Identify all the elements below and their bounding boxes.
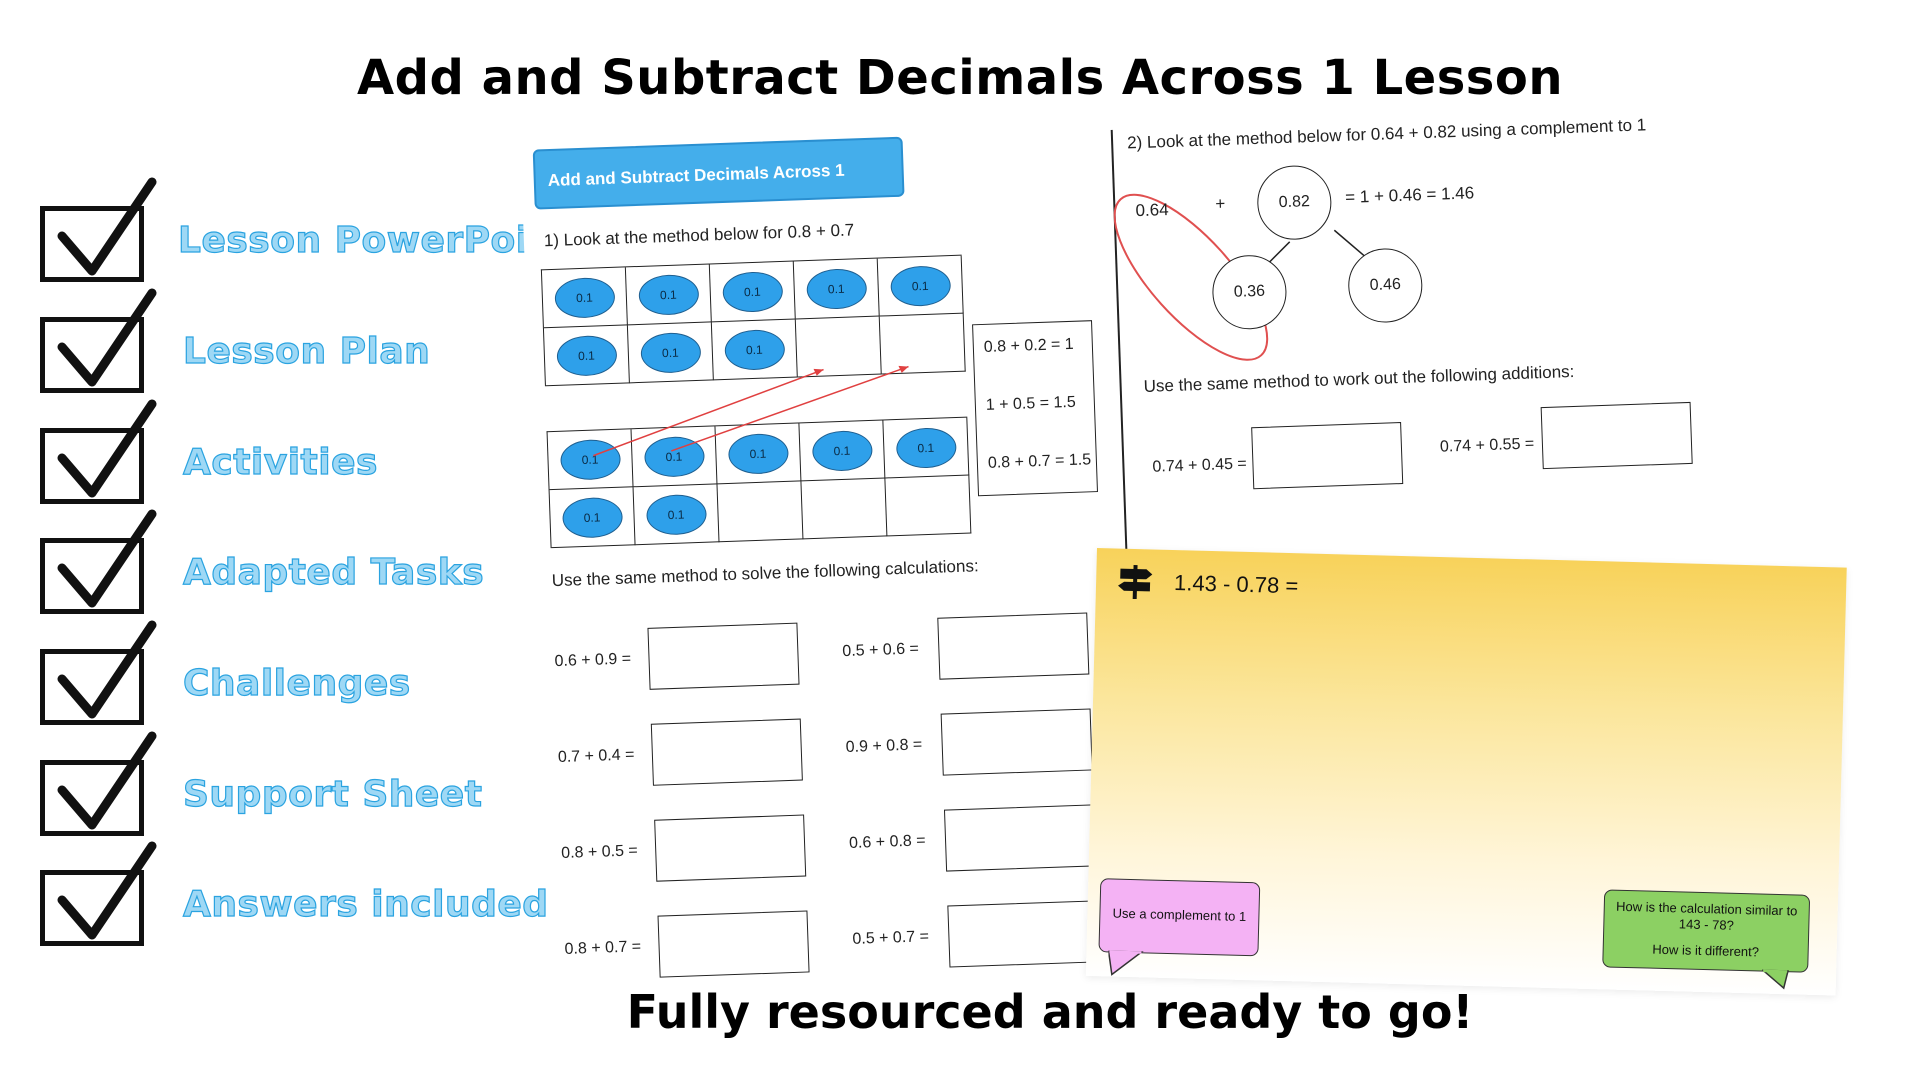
calculation-label: 0.6 + 0.9 = [554, 650, 632, 671]
method-notes: 0.8 + 0.2 = 1 1 + 0.5 = 1.5 0.8 + 0.7 = … [972, 320, 1098, 497]
checklist-label: Lesson Plan [182, 330, 431, 372]
instruction: Use the same method to work out the foll… [1143, 361, 1575, 396]
worksheet-page-2: 2) Look at the method below for 0.64 + 0… [1110, 86, 1805, 560]
answer-box[interactable] [657, 910, 810, 978]
calculation-label: 0.5 + 0.6 = [842, 640, 920, 661]
worksheet-page-1: Add and Subtract Decimals Across 1 1) Lo… [520, 109, 1130, 990]
note-line: 1 + 0.5 = 1.5 [985, 393, 1076, 414]
bubble-tail [1107, 950, 1145, 976]
answer-box[interactable] [654, 814, 807, 882]
question-bubble: How is the calculation similar to 143 - … [1602, 889, 1811, 973]
checkmark-icon [57, 177, 157, 276]
calculation-label: 0.8 + 0.7 = [564, 938, 642, 958]
checklist-label: Activities [182, 441, 378, 483]
checklist-item: Lesson Plan [40, 288, 510, 401]
checklist-item: Adapted Tasks [40, 509, 510, 622]
calculation-label: 0.8 + 0.5 = [560, 842, 639, 862]
answer-box[interactable] [647, 622, 800, 690]
signpost-icon [1118, 564, 1153, 600]
checkmark-icon [57, 399, 157, 498]
plus-sign: + [1215, 194, 1226, 214]
checkmark-icon [57, 288, 157, 387]
footer-tagline: Fully resourced and ready to go! [626, 985, 1474, 1039]
checklist-label: Challenges [182, 662, 411, 704]
part-a-value: 0.64 [1135, 200, 1169, 221]
calculation-label: 0.74 + 0.45 = [1152, 455, 1248, 476]
checklist-item: Activities [40, 399, 510, 512]
calculation-label: 0.7 + 0.4 = [557, 746, 635, 767]
arrows [593, 365, 909, 457]
checklist-label: Lesson PowerPoint [177, 219, 573, 261]
checkmark-icon [57, 731, 157, 830]
checklist-item: Lesson PowerPoint [40, 177, 573, 290]
answer-box[interactable] [937, 612, 1090, 680]
answer-box[interactable] [1540, 401, 1693, 470]
calculation-label: 0.6 + 0.8 = [848, 832, 926, 852]
page-title: Add and Subtract Decimals Across 1 Lesso… [356, 50, 1563, 106]
calculation-label: 0.5 + 0.7 = [852, 928, 930, 948]
answer-box[interactable] [943, 804, 1097, 872]
hint-bubble: Use a complement to 1 [1098, 878, 1261, 957]
calculation-label: 0.74 + 0.55 = [1439, 435, 1535, 456]
hint-text: Use a complement to 1 [1112, 905, 1247, 925]
checkmark-icon [57, 509, 157, 608]
bubble-tail [1761, 969, 1790, 990]
note-line: 0.8 + 0.7 = 1.5 [987, 451, 1092, 472]
slide-calculation: 1.43 - 0.78 = [1173, 570, 1299, 599]
answer-box[interactable] [940, 708, 1093, 776]
note-line: 0.8 + 0.2 = 1 [983, 335, 1074, 356]
checklist-item: Support Sheet [40, 731, 510, 844]
lesson-slide: 1.43 - 0.78 = Use a complement to 1 How … [1085, 548, 1847, 996]
part-whole-diagram [1113, 193, 1385, 361]
checklist-item: Answers included [40, 841, 549, 954]
checklist-label: Adapted Tasks [182, 551, 485, 593]
answer-box[interactable] [650, 718, 803, 786]
answer-box[interactable] [947, 900, 1100, 968]
calculation-label: 0.9 + 0.8 = [845, 736, 923, 757]
checkmark-icon [57, 841, 157, 940]
checkmark-icon [57, 620, 157, 719]
checklist-item: Challenges [40, 620, 510, 733]
answer-box[interactable] [1251, 422, 1404, 490]
checklist-label: Answers included [182, 883, 549, 925]
checklist-label: Support Sheet [182, 773, 483, 815]
